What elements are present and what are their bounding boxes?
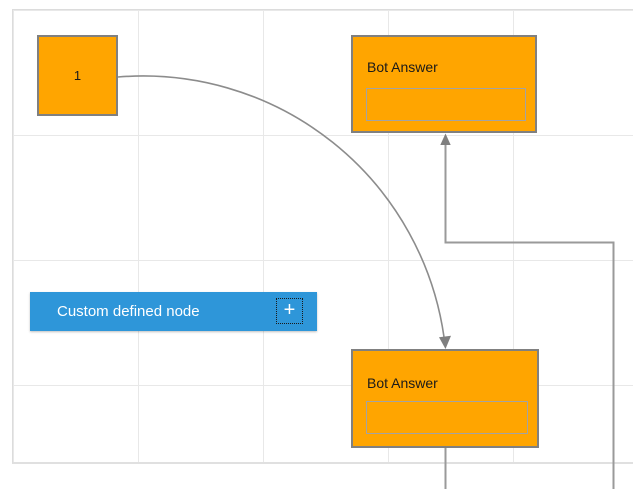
- bot-answer-node-bottom[interactable]: Bot Answer: [351, 349, 539, 448]
- curved-connector[interactable]: [117, 75, 445, 338]
- orthogonal-connector-arrowhead[interactable]: [440, 133, 451, 146]
- plus-icon: +: [283, 299, 296, 321]
- curved-connector-arrowhead[interactable]: [439, 335, 451, 349]
- add-node-handle[interactable]: +: [276, 298, 303, 324]
- node-1-label: 1: [73, 68, 82, 83]
- bot-answer-top-input[interactable]: [366, 88, 526, 121]
- custom-node-label: Custom defined node: [57, 303, 200, 320]
- orthogonal-connector[interactable]: [444, 144, 615, 489]
- bot-answer-bottom-title: Bot Answer: [367, 375, 438, 391]
- bot-answer-node-top[interactable]: Bot Answer: [351, 35, 537, 133]
- bot-answer-bottom-input[interactable]: [366, 401, 528, 434]
- custom-defined-node[interactable]: Custom defined node +: [30, 292, 317, 331]
- node-1[interactable]: 1: [37, 35, 118, 116]
- bot-answer-top-title: Bot Answer: [367, 59, 438, 75]
